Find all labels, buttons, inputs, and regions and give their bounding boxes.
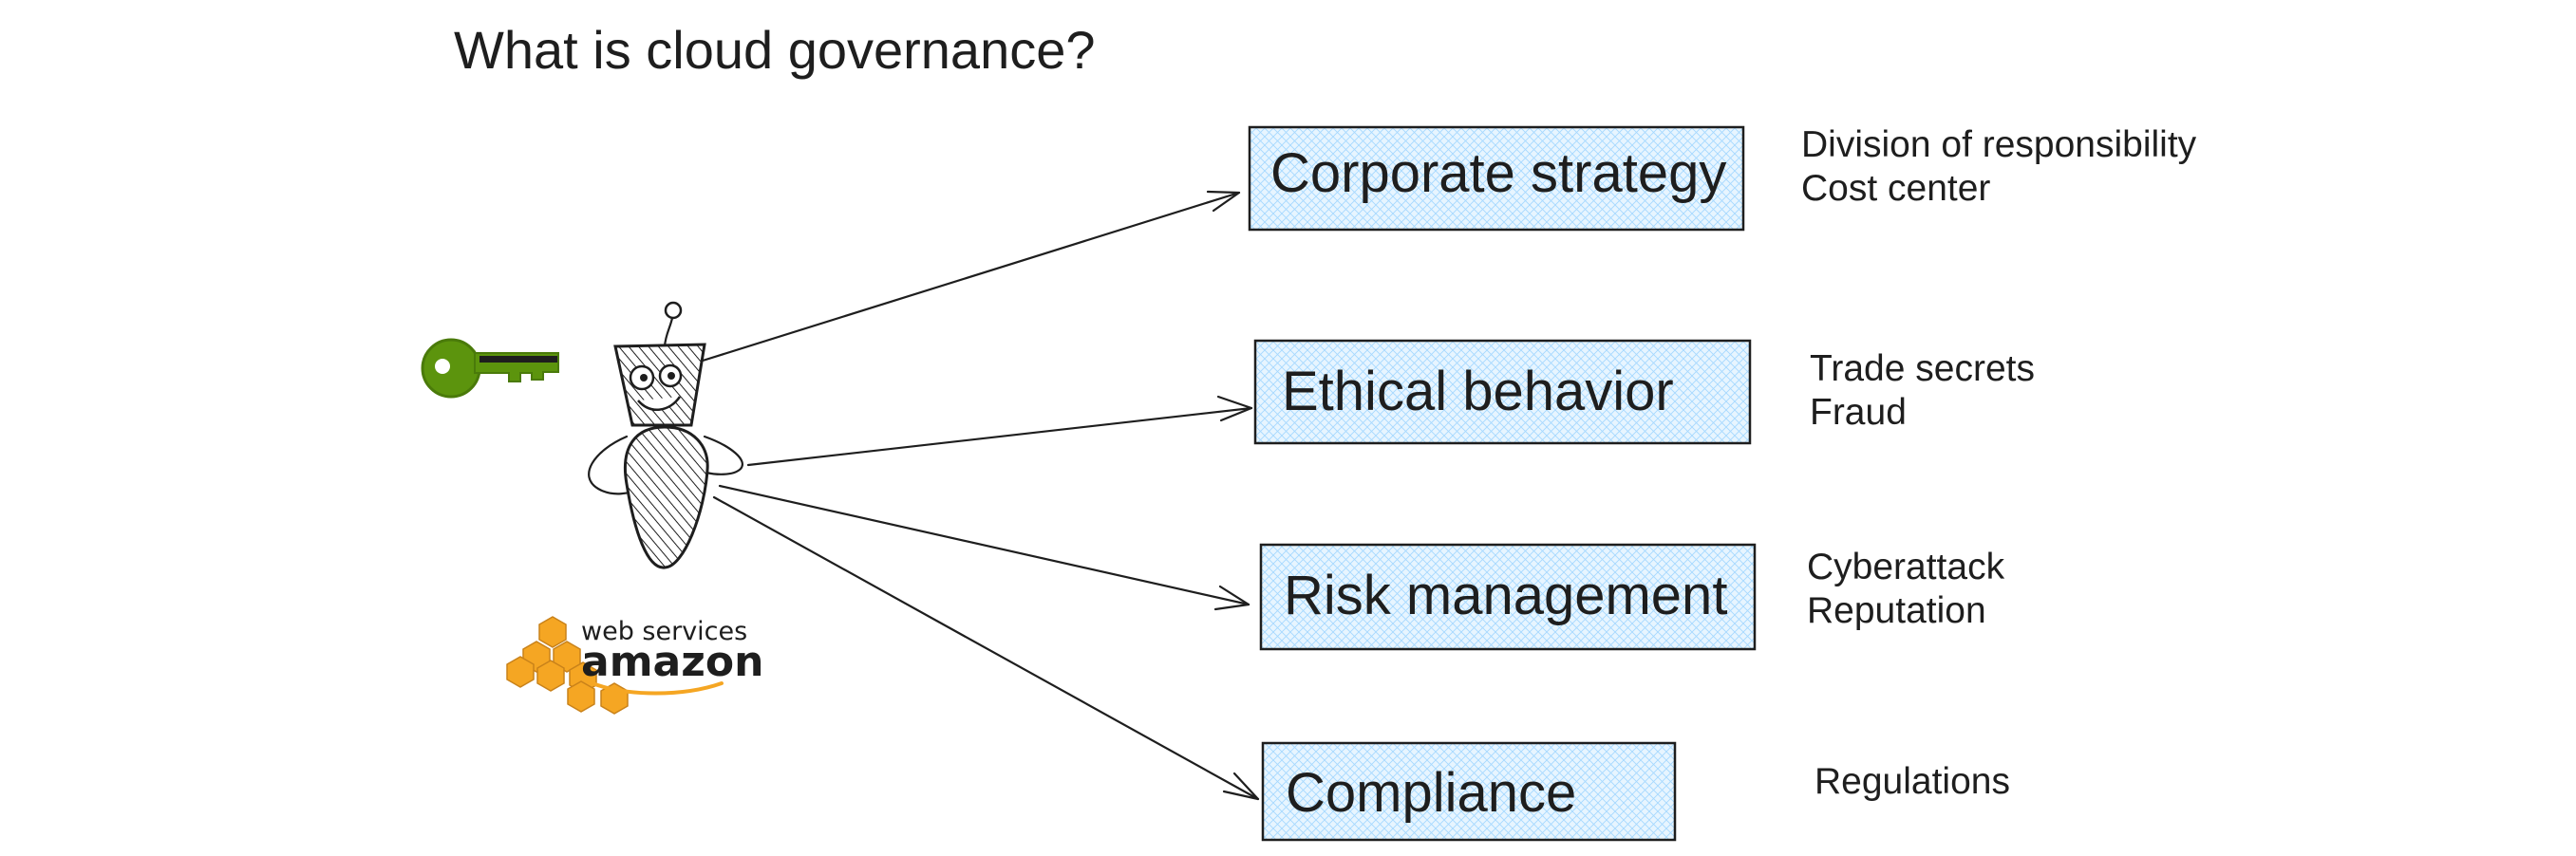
box-label: Ethical behavior [1282,361,1674,422]
box-label: Compliance [1286,762,1576,824]
box-corporate-strategy: Corporate strategy [1248,125,1745,232]
box-risk-management: Risk management [1259,543,1757,651]
notes-risk-management: Cyberattack Reputation [1807,547,2005,631]
box-label: Corporate strategy [1270,142,1726,204]
aws-logo-icon: web services amazon [506,616,763,715]
note-line: Division of responsibility [1801,124,2197,165]
key-icon [421,338,559,399]
arrow-to-corporate-strategy [701,190,1241,363]
arrow-to-compliance [712,495,1260,801]
notes-ethical-behavior: Trade secrets Fraud [1810,348,2035,433]
aws-logo-line2: amazon [581,638,763,686]
arrow-to-risk-management [718,484,1250,611]
notes-compliance: Regulations [1814,761,2010,802]
note-line: Regulations [1814,761,2010,802]
robot-mascot-icon [588,301,743,569]
diagram-title: What is cloud governance? [454,20,1096,80]
arrow-to-ethical-behavior [746,395,1253,467]
note-line: Cyberattack [1807,547,2005,587]
note-line: Fraud [1810,392,1907,433]
notes-corporate-strategy: Division of responsibility Cost center [1801,124,2197,209]
box-label: Risk management [1284,565,1727,626]
arrows [701,190,1260,801]
note-line: Trade secrets [1810,348,2035,389]
note-line: Reputation [1807,590,1986,631]
aws-logo-line1: web services [581,617,747,646]
box-compliance: Compliance [1261,741,1677,842]
note-line: Cost center [1801,168,1990,209]
box-ethical-behavior: Ethical behavior [1253,339,1752,445]
